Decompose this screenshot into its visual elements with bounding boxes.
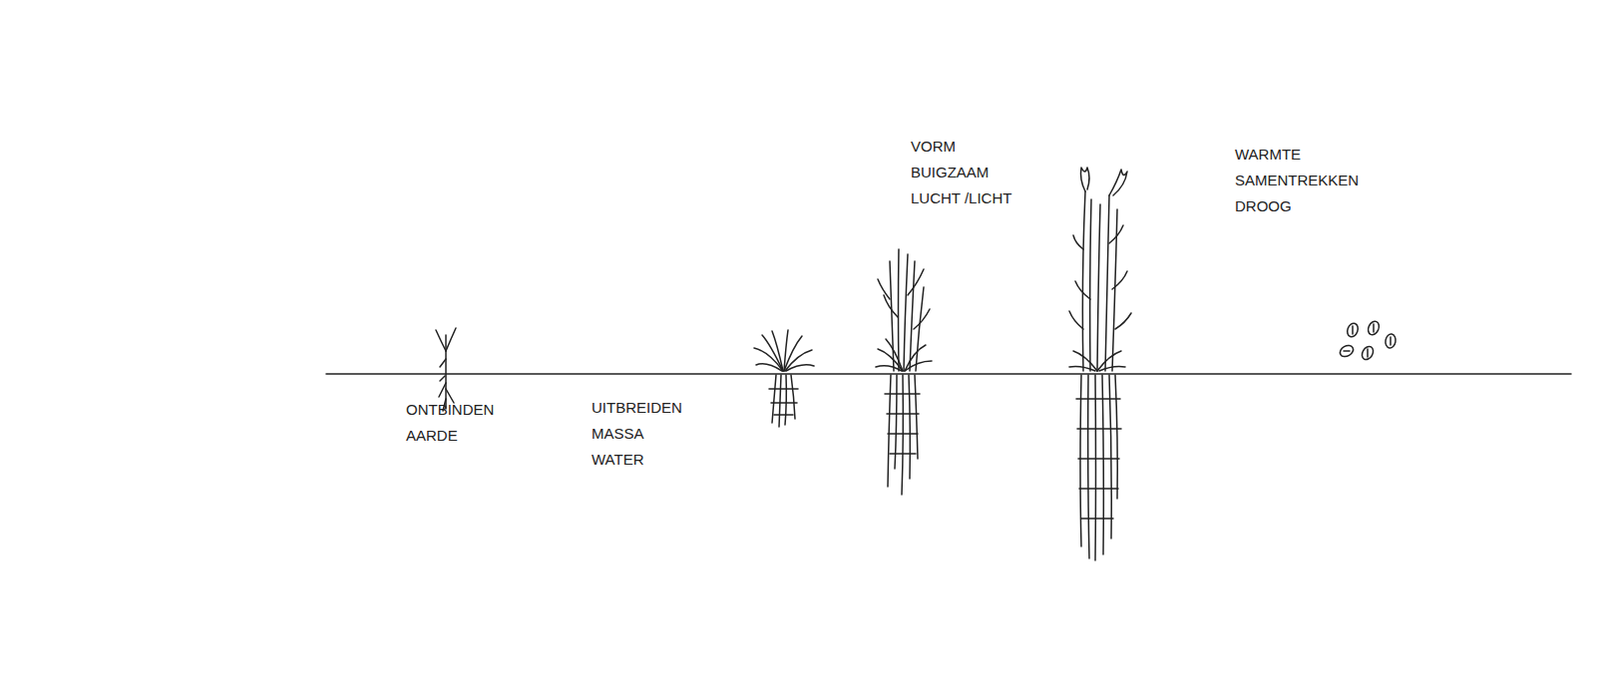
stage-label: VORM BUIGZAAM LUCHT /LICHT <box>910 133 1021 212</box>
stage-label: WARMTE SAMENTREKKEN DROOG <box>1234 141 1359 220</box>
stage-label: UITBREIDEN MASSA WATER <box>591 395 683 473</box>
growing-plant <box>875 249 932 495</box>
mature-plant <box>1069 167 1132 561</box>
young-plant <box>754 330 814 427</box>
ground-line <box>326 373 1572 376</box>
seedling <box>435 328 456 411</box>
stage-label: ONTBINDEN AARDE <box>405 397 494 449</box>
seeds <box>1337 320 1397 363</box>
